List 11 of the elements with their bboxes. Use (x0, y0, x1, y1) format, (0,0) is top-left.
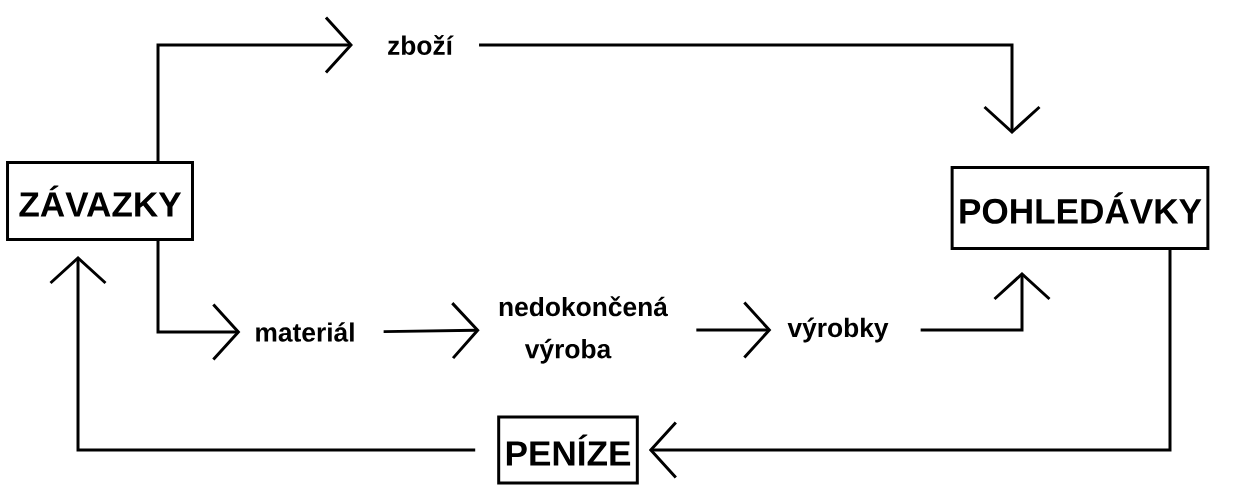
arrow (479, 43, 1041, 135)
label-box: ZÁVAZKY (6, 161, 194, 241)
flow-label: nedokončená výroba (499, 296, 668, 364)
label-box: PENÍZE (497, 415, 639, 485)
label-box: POHLEDÁVKY (950, 166, 1210, 250)
flow-label: zboží (388, 35, 454, 55)
arrow (49, 255, 476, 452)
flow-label: výrobky (787, 317, 889, 343)
arrow (648, 250, 1172, 479)
flow-label: materiál (256, 322, 354, 342)
arrow (156, 16, 353, 161)
